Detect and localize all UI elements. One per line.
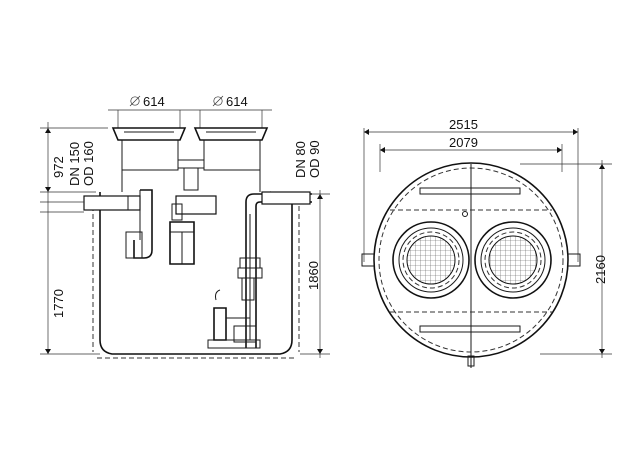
inlet-pipe: [83, 189, 153, 259]
round-cover-right: [474, 221, 552, 299]
dimension-total-height: 1770: [40, 218, 100, 355]
dim-outer-width-label: 2515: [449, 117, 478, 132]
dimension-outer-width: 2515: [363, 117, 579, 262]
diameter-symbol-icon: [130, 96, 140, 106]
dim-depth-label: 2160: [593, 255, 608, 284]
dimension-inner-width: 2079: [379, 135, 563, 172]
side-view: 614 614: [40, 94, 330, 359]
cover-diameter-label-right: 614: [226, 94, 248, 109]
inlet-od-label: OD 160: [81, 141, 96, 186]
top-view: 2515 2079: [361, 117, 612, 368]
outlet-label: DN 80 OD 90: [293, 140, 322, 178]
tank-neck: [121, 159, 261, 192]
tank-body: [92, 191, 300, 359]
outlet-dn-label: DN 80: [293, 141, 308, 178]
round-cover-left: [392, 221, 470, 299]
inlet-dn-label: DN 150: [67, 142, 82, 186]
pump-assembly: [207, 257, 263, 349]
top-bar: [419, 187, 521, 195]
cover-diameter-dimension-right: 614: [190, 94, 272, 128]
cover-diameter-dimension-left: 614: [108, 94, 190, 128]
outlet-od-label: OD 90: [307, 140, 322, 178]
dim-pump-height-label: 1860: [306, 261, 321, 290]
cover-diameter-label-left: 614: [143, 94, 165, 109]
cover-right: [193, 127, 269, 171]
dim-total-height-label: 1770: [51, 289, 66, 318]
diameter-symbol-icon: [213, 96, 223, 106]
bottom-bar: [419, 325, 521, 333]
dimension-top-height: 972: [40, 122, 108, 198]
internal-fitting: [169, 195, 217, 265]
tank-outline-top: [361, 162, 581, 368]
dimension-depth: 2160: [520, 160, 612, 358]
outlet-pipe: [245, 191, 312, 348]
dim-inner-width-label: 2079: [449, 135, 478, 150]
cover-left: [111, 127, 187, 171]
dimension-pump-height: 1860: [300, 190, 330, 358]
dim-top-height-label: 972: [51, 156, 66, 178]
inlet-label: DN 150 OD 160: [40, 141, 96, 218]
